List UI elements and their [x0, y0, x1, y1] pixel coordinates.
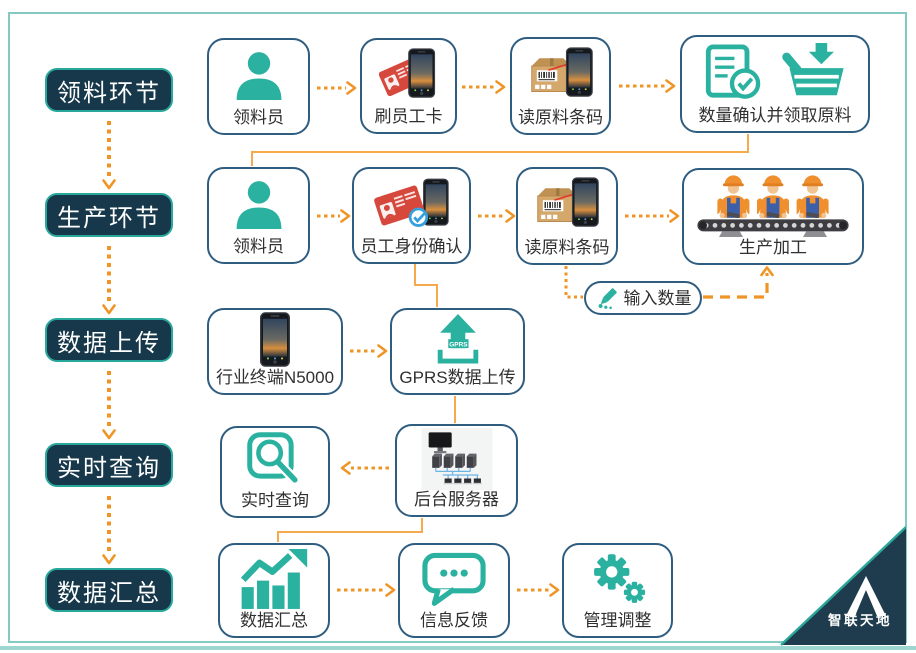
node-production-processing: 生产加工 [682, 168, 864, 265]
stage-material-collection: 领料环节 [45, 68, 173, 112]
gprs-upload-arrow-icon: GPRS [437, 313, 478, 364]
barcode-box-phone-icon [537, 177, 599, 227]
stage-label: 领料环节 [57, 79, 161, 107]
stage-label: 数据上传 [57, 329, 161, 357]
gears-icon [593, 553, 645, 603]
node-terminal-n5000: 行业终端N5000 [207, 308, 343, 395]
stage-data-summary: 数据汇总 [45, 568, 173, 612]
stage-label: 数据汇总 [57, 579, 161, 607]
node-label: 行业终端N5000 [215, 368, 335, 387]
phone-icon [260, 312, 290, 367]
stage-realtime-query: 实时查询 [45, 443, 173, 487]
node-label: 实时查询 [241, 491, 309, 510]
node-label: 后台服务器 [414, 490, 499, 509]
stage-label: 生产环节 [57, 204, 161, 232]
bottom-accent-band [0, 646, 916, 650]
chart-up-icon [240, 548, 308, 609]
speech-bubble-icon [422, 552, 486, 606]
node-label: 信息反馈 [420, 611, 488, 630]
node-label: 读原料条码 [518, 108, 603, 127]
node-gprs-upload: GPRS GPRS数据上传 [390, 308, 525, 395]
node-backend-server: 后台服务器 [395, 424, 518, 517]
node-material-collector-2: 领料员 [207, 167, 310, 264]
gprs-label: GPRS [449, 341, 468, 348]
node-input-quantity: 输入数量 [584, 281, 702, 315]
node-label: 数量确认并领取原料 [698, 106, 852, 125]
node-data-summary: 数据汇总 [218, 543, 330, 638]
stage-label: 实时查询 [57, 454, 161, 482]
node-label: 数据汇总 [240, 611, 308, 630]
node-label: 领料员 [233, 108, 284, 127]
stage-data-upload: 数据上传 [45, 318, 173, 362]
node-label: 输入数量 [623, 288, 692, 308]
worker-icon [236, 180, 281, 229]
conveyor-workers-icon [697, 174, 849, 237]
node-realtime-query: 实时查询 [220, 426, 330, 518]
node-swipe-employee-card: 刷员工卡 [360, 38, 457, 134]
worker-icon [236, 51, 281, 100]
brand-name: 智联天地 [828, 613, 892, 628]
node-identity-confirm: 员工身份确认 [352, 167, 471, 264]
checklist-basket-icon [705, 43, 844, 99]
node-label: 刷员工卡 [374, 107, 443, 126]
node-read-barcode-1: 读原料条码 [510, 37, 611, 135]
node-label: 领料员 [233, 237, 284, 256]
node-label: GPRS数据上传 [399, 368, 516, 387]
magnifier-icon [247, 432, 300, 485]
node-info-feedback: 信息反馈 [398, 543, 510, 638]
node-label: 读原料条码 [524, 238, 610, 257]
barcode-box-phone-icon [530, 47, 593, 97]
server-network-icon [421, 427, 492, 490]
page-frame [8, 12, 907, 643]
node-label: 生产加工 [739, 238, 807, 257]
stage-production: 生产环节 [45, 193, 173, 237]
node-read-barcode-2: 读原料条码 [516, 167, 618, 265]
card-phone-icon [378, 48, 435, 98]
mountain-logo-icon [780, 526, 906, 646]
pencil-icon [598, 288, 617, 310]
node-management-adjust: 管理调整 [562, 543, 673, 638]
idcard-check-phone-icon [372, 178, 449, 227]
node-material-collector-1: 领料员 [207, 38, 310, 135]
node-label: 管理调整 [583, 611, 652, 630]
node-confirm-and-receive: 数量确认并领取原料 [680, 35, 870, 133]
node-label: 员工身份确认 [360, 237, 463, 256]
